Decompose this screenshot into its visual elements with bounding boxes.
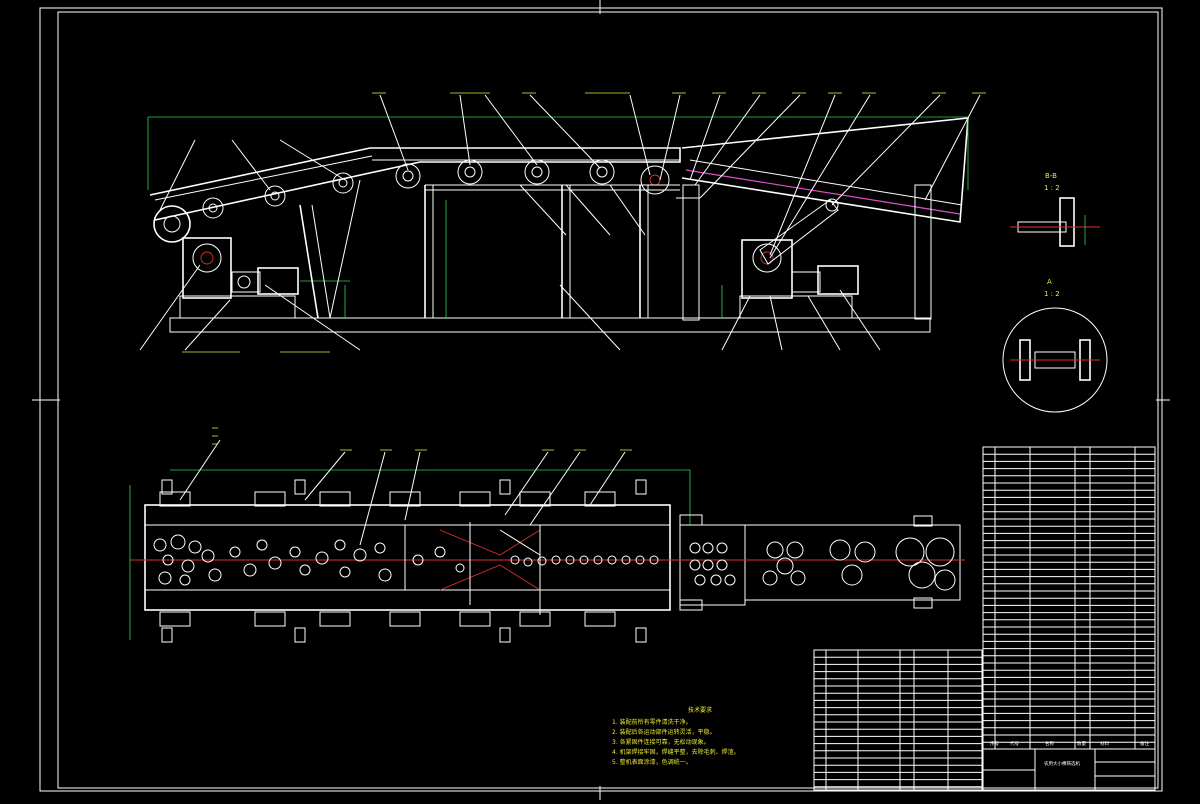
section-b-scale: 1 : 2 xyxy=(1044,184,1060,192)
tech-req-item: 4. 机架焊接牢固，焊缝平整，去除毛刺、焊渣。 xyxy=(612,748,740,756)
header-serial: 序号 xyxy=(990,740,999,747)
section-b-view: B-B 1 : 2 xyxy=(1010,172,1100,247)
header-remark: 备注 xyxy=(1140,740,1149,747)
parts-list-right: 序号 代号 名称 数量 材料 备注 xyxy=(982,446,1156,750)
tech-req-title: 技术要求 xyxy=(688,706,712,714)
top-view xyxy=(129,427,965,643)
tech-req-item: 2. 装配后各运动部件运转灵活，平稳。 xyxy=(612,728,716,736)
inner-frame xyxy=(57,11,1159,789)
tech-req-item: 1. 装配前所有零件清洗干净。 xyxy=(612,718,692,726)
section-a-label: A xyxy=(1047,278,1052,286)
front-view xyxy=(139,92,986,353)
sorted-items xyxy=(153,534,956,591)
section-b-label: B-B xyxy=(1045,172,1057,180)
leader-lines-top xyxy=(139,94,981,351)
section-a-scale: 1 : 2 xyxy=(1044,290,1060,298)
header-name: 名称 xyxy=(1045,740,1054,747)
technical-requirements: 技术要求 1. 装配前所有零件清洗干净。 2. 装配后各运动部件运转灵活，平稳。… xyxy=(612,706,740,766)
drawing-title: 农用大小棵筛选机 xyxy=(1044,760,1080,767)
outer-frame xyxy=(39,7,1163,792)
section-a-view: A 1 : 2 xyxy=(1002,278,1108,413)
header-code: 代号 xyxy=(1010,740,1019,747)
tech-req-item: 3. 各紧固件连接可靠，无松动现象。 xyxy=(612,738,710,746)
header-qty: 数量 xyxy=(1077,740,1086,747)
tech-req-item: 5. 整机表面涂漆，色调统一。 xyxy=(612,758,692,766)
parts-list-left xyxy=(813,649,983,791)
header-material: 材料 xyxy=(1100,740,1109,747)
title-block: 农用大小棵筛选机 xyxy=(982,748,1156,791)
